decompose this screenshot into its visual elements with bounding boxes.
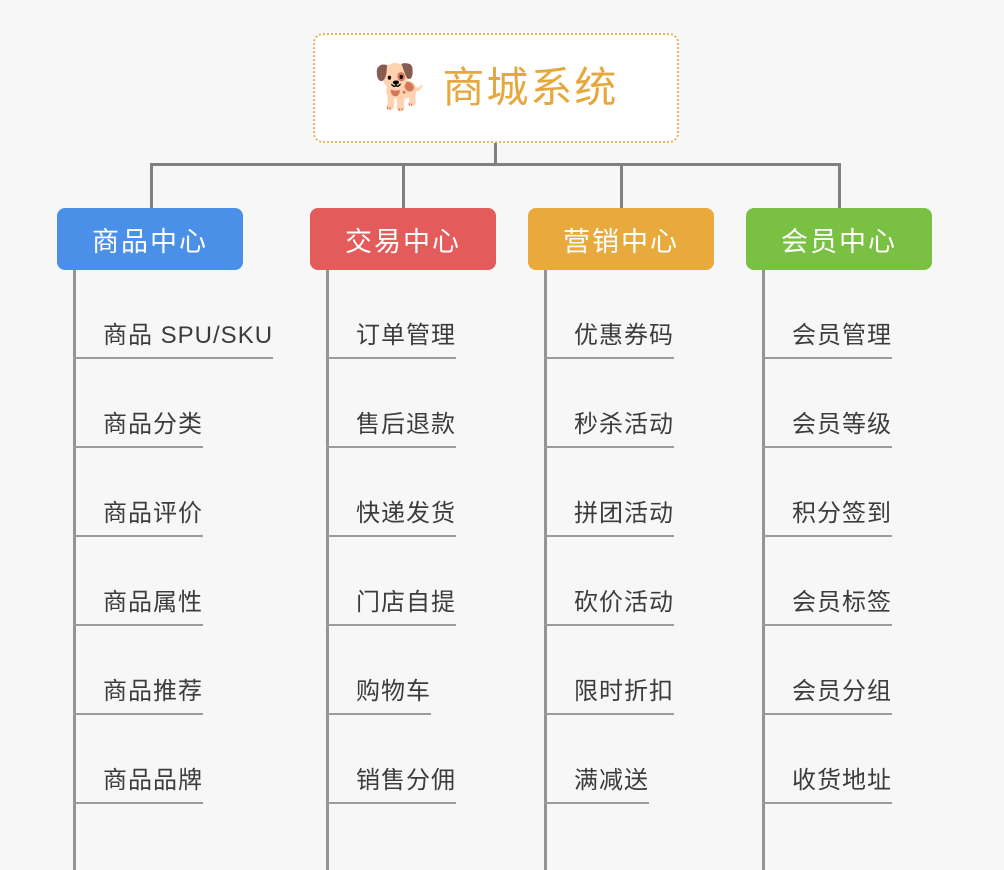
- branch-header-3[interactable]: 营销中心: [528, 208, 714, 270]
- leaf-list-4: 会员管理 会员等级 积分签到 会员标签 会员分组 收货地址: [746, 270, 966, 870]
- leaf-item[interactable]: 商品评价: [73, 448, 303, 537]
- branch-column-1: 商品中心 商品 SPU/SKU 商品分类 商品评价 商品属性 商品推荐 商品品牌: [57, 208, 303, 870]
- leaf-item[interactable]: 门店自提: [326, 537, 530, 626]
- leaf-list-3: 优惠券码 秒杀活动 拼团活动 砍价活动 限时折扣 满减送: [528, 270, 748, 870]
- leaf-item[interactable]: 快递发货: [326, 448, 530, 537]
- leaf-label: 拼团活动: [544, 500, 674, 537]
- leaf-item[interactable]: 积分签到: [762, 448, 966, 537]
- branch-spine-1: [73, 270, 76, 870]
- mindmap-canvas: 🐕 商城系统 商品中心 商品 SPU/SKU 商品分类 商品评价 商品属性 商品…: [57, 33, 966, 870]
- drop-connector-2: [402, 163, 405, 210]
- leaf-item[interactable]: 限时折扣: [544, 626, 748, 715]
- leaf-label: 限时折扣: [544, 678, 674, 715]
- branch-spine-4: [762, 270, 765, 870]
- leaf-item[interactable]: 商品分类: [73, 359, 303, 448]
- branch-header-4-label: 会员中心: [781, 226, 897, 257]
- leaf-item[interactable]: 商品品牌: [73, 715, 303, 804]
- branch-column-4: 会员中心 会员管理 会员等级 积分签到 会员标签 会员分组 收货地址: [746, 208, 966, 870]
- leaf-item[interactable]: 收货地址: [762, 715, 966, 804]
- leaf-item[interactable]: 会员分组: [762, 626, 966, 715]
- branch-spine-3: [544, 270, 547, 870]
- drop-connector-3: [620, 163, 623, 210]
- branch-header-4[interactable]: 会员中心: [746, 208, 932, 270]
- leaf-item[interactable]: 商品属性: [73, 537, 303, 626]
- leaf-label: 秒杀活动: [544, 411, 674, 448]
- leaf-label: 会员分组: [762, 678, 892, 715]
- leaf-label: 快递发货: [326, 500, 456, 537]
- leaf-item[interactable]: 商品推荐: [73, 626, 303, 715]
- leaf-label: 收货地址: [762, 767, 892, 804]
- leaf-label: 优惠券码: [544, 322, 674, 359]
- horizontal-bus-connector: [150, 163, 841, 166]
- leaf-item[interactable]: 会员标签: [762, 537, 966, 626]
- leaf-label: 商品属性: [73, 589, 203, 626]
- leaf-item[interactable]: 商品 SPU/SKU: [73, 270, 303, 359]
- leaf-label: 满减送: [544, 767, 649, 804]
- leaf-list-1: 商品 SPU/SKU 商品分类 商品评价 商品属性 商品推荐 商品品牌: [57, 270, 303, 870]
- leaf-label: 购物车: [326, 678, 431, 715]
- branch-column-2: 交易中心 订单管理 售后退款 快递发货 门店自提 购物车 销售分佣: [310, 208, 530, 870]
- leaf-label: 门店自提: [326, 589, 456, 626]
- leaf-item[interactable]: 购物车: [326, 626, 530, 715]
- root-node[interactable]: 🐕 商城系统: [313, 33, 679, 143]
- leaf-item[interactable]: 订单管理: [326, 270, 530, 359]
- leaf-label: 商品 SPU/SKU: [73, 322, 274, 359]
- leaf-item[interactable]: 拼团活动: [544, 448, 748, 537]
- branch-header-2-label: 交易中心: [345, 226, 461, 257]
- leaf-item[interactable]: 满减送: [544, 715, 748, 804]
- leaf-label: 会员标签: [762, 589, 892, 626]
- leaf-label: 售后退款: [326, 411, 456, 448]
- branch-header-3-label: 营销中心: [563, 226, 679, 257]
- leaf-label: 销售分佣: [326, 767, 456, 804]
- root-node-label: 商城系统: [442, 64, 619, 111]
- branch-header-2[interactable]: 交易中心: [310, 208, 496, 270]
- leaf-label: 会员等级: [762, 411, 892, 448]
- leaf-label: 订单管理: [326, 322, 456, 359]
- leaf-item[interactable]: 秒杀活动: [544, 359, 748, 448]
- leaf-item[interactable]: 会员等级: [762, 359, 966, 448]
- branch-header-1-label: 商品中心: [92, 226, 208, 257]
- branch-header-1[interactable]: 商品中心: [57, 208, 243, 270]
- leaf-label: 商品品牌: [73, 767, 203, 804]
- drop-connector-4: [838, 163, 841, 210]
- leaf-label: 会员管理: [762, 322, 892, 359]
- leaf-item[interactable]: 优惠券码: [544, 270, 748, 359]
- leaf-item[interactable]: 会员管理: [762, 270, 966, 359]
- leaf-label: 砍价活动: [544, 589, 674, 626]
- leaf-label: 商品分类: [73, 411, 203, 448]
- leaf-label: 商品推荐: [73, 678, 203, 715]
- shiba-dog-face-icon: 🐕: [373, 63, 429, 112]
- leaf-label: 积分签到: [762, 500, 892, 537]
- branch-column-3: 营销中心 优惠券码 秒杀活动 拼团活动 砍价活动 限时折扣 满减送: [528, 208, 748, 870]
- branch-spine-2: [326, 270, 329, 870]
- leaf-item[interactable]: 砍价活动: [544, 537, 748, 626]
- drop-connector-1: [150, 163, 153, 210]
- leaf-label: 商品评价: [73, 500, 203, 537]
- leaf-list-2: 订单管理 售后退款 快递发货 门店自提 购物车 销售分佣: [310, 270, 530, 870]
- leaf-item[interactable]: 销售分佣: [326, 715, 530, 804]
- leaf-item[interactable]: 售后退款: [326, 359, 530, 448]
- root-stem-connector: [494, 143, 497, 166]
